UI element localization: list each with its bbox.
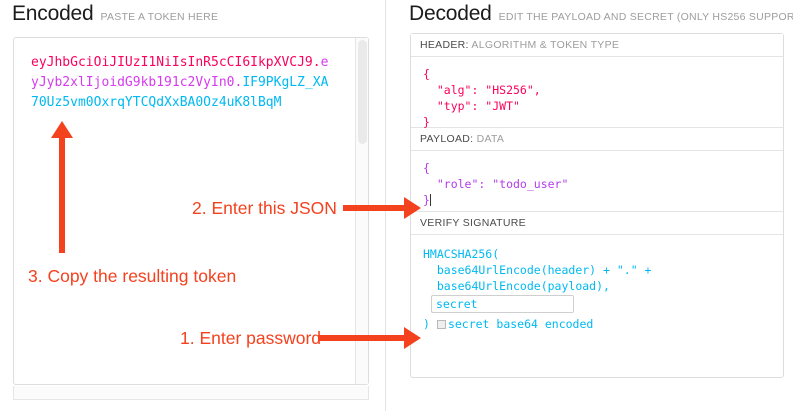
payload-section-label: PAYLOAD: DATA bbox=[411, 128, 783, 151]
annotation-1-arrow-head bbox=[404, 327, 421, 349]
header-json-body[interactable]: { "alg": "HS256", "typ": "JWT" } bbox=[423, 67, 541, 129]
decoded-column-heading: Decoded EDIT THE PAYLOAD AND SECRET (ONLY… bbox=[409, 2, 793, 26]
secret-base64-encoded-label: secret base64 encoded bbox=[447, 317, 594, 331]
scrollbar-thumb[interactable] bbox=[358, 40, 367, 144]
payload-json-editor[interactable]: { "role": "todo_user" } bbox=[411, 151, 783, 211]
annotation-3-arrow-head bbox=[51, 121, 73, 138]
encoded-subtitle: PASTE A TOKEN HERE bbox=[100, 11, 219, 23]
annotation-2-arrow-shaft bbox=[343, 205, 409, 211]
decoded-section-verify-signature: VERIFY SIGNATURE HMACSHA256( base64UrlEn… bbox=[411, 212, 783, 349]
header-section-label: HEADER: ALGORITHM & TOKEN TYPE bbox=[411, 34, 783, 57]
signature-formula-body: HMACSHA256( base64UrlEncode(header) + ".… bbox=[411, 235, 783, 349]
closing-paren: ) bbox=[423, 317, 430, 331]
header-section-label-strong: HEADER: bbox=[420, 39, 469, 51]
encoded-panel-vertical-scrollbar[interactable] bbox=[355, 38, 368, 384]
payload-json-body: { "role": "todo_user" } bbox=[423, 161, 569, 207]
token-text[interactable]: eyJhbGciOiJIUzI1NiIsInR5cCI6IkpXVCJ9.eyJ… bbox=[31, 53, 331, 113]
encoded-column-heading: Encoded PASTE A TOKEN HERE bbox=[12, 2, 218, 26]
annotation-1-arrow-shaft bbox=[318, 335, 409, 341]
hmac-line-2: base64UrlEncode(header) + "." + bbox=[423, 263, 652, 277]
annotation-3-arrow-shaft bbox=[59, 131, 65, 253]
annotation-2-arrow-head bbox=[404, 197, 421, 219]
verify-section-label: VERIFY SIGNATURE bbox=[411, 212, 783, 235]
payload-section-label-strong: PAYLOAD: bbox=[420, 133, 474, 145]
token-dot-separator-2: . bbox=[234, 75, 243, 90]
decoded-subtitle: EDIT THE PAYLOAD AND SECRET (ONLY HS256 … bbox=[498, 11, 793, 23]
encoded-title: Encoded bbox=[12, 2, 94, 25]
decoded-section-header: HEADER: ALGORITHM & TOKEN TYPE { "alg": … bbox=[411, 34, 783, 129]
payload-section-label-rest: DATA bbox=[473, 133, 505, 145]
encoded-token-panel[interactable]: eyJhbGciOiJIUzI1NiIsInR5cCI6IkpXVCJ9.eyJ… bbox=[13, 37, 369, 385]
token-dot-separator-1: . bbox=[312, 55, 321, 70]
secret-input[interactable] bbox=[431, 295, 574, 313]
token-payload-segment: eyJyb2xlIjoidG9kb191c2VyIn0 bbox=[31, 55, 329, 90]
annotation-1-label: 1. Enter password bbox=[180, 328, 322, 348]
hmac-line-3: base64UrlEncode(payload), bbox=[423, 279, 610, 293]
token-signature-segment: IF9PKgLZ_XA70Uz5vm0OxrqYTCQdXxBA0Oz4uK8l… bbox=[31, 75, 329, 110]
hmac-line-1: HMACSHA256( bbox=[423, 247, 500, 261]
base64-encoded-row: ) secret base64 encoded bbox=[423, 317, 593, 331]
decoded-section-payload: PAYLOAD: DATA { "role": "todo_user" } bbox=[411, 128, 783, 212]
token-header-segment: eyJhbGciOiJIUzI1NiIsInR5cCI6IkpXVCJ9 bbox=[31, 55, 313, 70]
text-caret bbox=[429, 194, 431, 206]
decoded-panel: HEADER: ALGORITHM & TOKEN TYPE { "alg": … bbox=[410, 33, 784, 378]
header-section-label-rest: ALGORITHM & TOKEN TYPE bbox=[468, 39, 620, 51]
verify-section-label-strong: VERIFY SIGNATURE bbox=[420, 217, 526, 229]
decoded-title: Decoded bbox=[409, 2, 492, 25]
secret-base64-encoded-checkbox[interactable] bbox=[436, 320, 446, 329]
annotation-3-label: 3. Copy the resulting token bbox=[28, 266, 237, 286]
annotation-2-label: 2. Enter this JSON bbox=[192, 198, 337, 218]
encoded-panel-horizontal-scrollbar[interactable] bbox=[13, 386, 369, 400]
